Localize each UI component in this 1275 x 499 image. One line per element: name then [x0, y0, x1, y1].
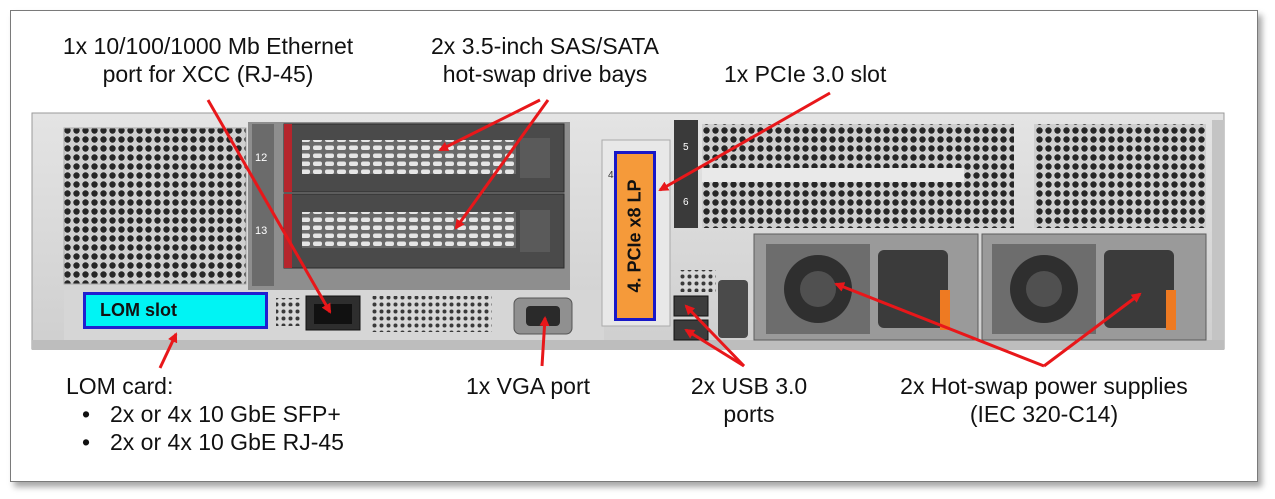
right-vent-mesh: [1034, 124, 1206, 228]
pcie-card-label: 4. PCIe x8 LP: [624, 179, 645, 293]
arrow-drive-top: [438, 98, 541, 152]
usb-callout: 2x USB 3.0 ports: [664, 372, 834, 428]
lom-card-callout: LOM card: 2x or 4x 10 GbE SFP+ 2x or 4x …: [66, 372, 344, 456]
pcie-slot-bracket: 5 6: [674, 120, 698, 228]
slot-number-5: 5: [683, 142, 689, 153]
arrow-lom-slot: [158, 332, 178, 369]
power-supply-2: [981, 233, 1207, 341]
pcie-slot-callout: 1x PCIe 3.0 slot: [724, 61, 887, 87]
arrow-psu-2: [1043, 292, 1142, 368]
arrow-xcc-port: [206, 99, 332, 314]
arrow-vga: [539, 316, 550, 367]
drive-bays-callout-line2: hot-swap drive bays: [442, 61, 648, 87]
power-supply-1: [753, 233, 979, 341]
psu-callout: 2x Hot-swap power supplies (IEC 320-C14): [856, 372, 1232, 428]
lom-card-item: 2x or 4x 10 GbE RJ-45: [66, 428, 344, 456]
arrow-psu-1: [834, 282, 1045, 368]
lom-card-title: LOM card:: [66, 373, 174, 399]
usb-callout-line2: ports: [723, 401, 775, 427]
lom-card-item: 2x or 4x 10 GbE SFP+: [66, 400, 344, 428]
left-vent-mesh: [63, 127, 247, 285]
lom-card-list: 2x or 4x 10 GbE SFP+ 2x or 4x 10 GbE RJ-…: [66, 400, 344, 456]
xcc-ethernet-port: [305, 295, 361, 331]
drive-bay-bottom: [283, 193, 565, 269]
psu-callout-line1: 2x Hot-swap power supplies: [900, 373, 1188, 399]
vga-port: [513, 297, 573, 335]
pcie-vent-mesh: [702, 124, 1014, 228]
arrow-pcie-slot: [658, 91, 831, 192]
arrow-drive-bottom: [454, 99, 550, 230]
arrow-usb-bottom: [684, 328, 745, 368]
pcie-card-box: 4. PCIe x8 LP: [614, 151, 656, 321]
ethernet-callout-line1: 1x 10/100/1000 Mb Ethernet: [62, 33, 354, 59]
slot-number-6: 6: [683, 197, 689, 208]
vga-callout: 1x VGA port: [466, 373, 591, 399]
ethernet-callout: 1x 10/100/1000 Mb Ethernet port for XCC …: [30, 32, 386, 88]
bay-number-12: 12: [255, 152, 267, 164]
drive-bay-top: [283, 123, 565, 193]
psu-callout-line2: (IEC 320-C14): [969, 401, 1119, 427]
bay-number-13: 13: [255, 225, 267, 237]
arrow-usb-top: [684, 304, 746, 368]
drive-bays-callout-line1: 2x 3.5-inch SAS/SATA: [431, 33, 659, 59]
ethernet-callout-line2: port for XCC (RJ-45): [102, 61, 314, 87]
lom-slot-box: LOM slot: [83, 292, 268, 329]
drive-bays-callout: 2x 3.5-inch SAS/SATA hot-swap drive bays: [400, 32, 690, 88]
slot-number-4: 4: [608, 170, 614, 181]
lom-slot-label: LOM slot: [100, 300, 177, 320]
usb-callout-line1: 2x USB 3.0: [690, 373, 808, 399]
